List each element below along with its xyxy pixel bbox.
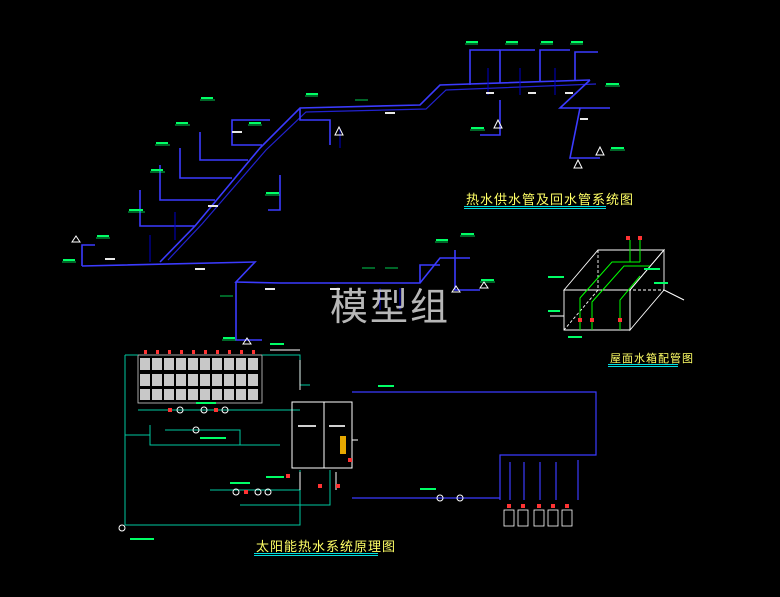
storage-tank-left [291,401,325,469]
roof-tank-fittings [578,236,642,322]
branch-pipe-7 [299,108,331,145]
solar-annotations [130,343,436,540]
building-supply-pipe [352,391,597,500]
branch-pipe-9 [499,49,535,83]
branch-pipe-8 [469,49,500,85]
storage-tank-right [323,401,353,469]
supply-title-underline [464,206,606,207]
annotation-text-marks [63,41,624,339]
main-return-pipe-diagonal [167,83,597,261]
branch-pipe-10 [539,49,570,82]
solar-collector-array [137,350,263,404]
riser-pipes [149,68,556,310]
pipe-annotation-tags [62,43,625,341]
branch-pipe-3 [179,148,232,179]
fixture-valves-lower-right [507,504,569,508]
branch-pipe-17 [454,250,480,291]
branch-pipe-12 [557,79,610,109]
heat-storage-tanks [291,401,358,490]
branch-pipe-1 [139,190,195,227]
solar-loop-valves [118,406,464,532]
solar-title-underline [254,553,378,554]
branch-pipe-16 [419,264,440,283]
branch-pipe-11 [574,51,598,80]
supply-return-system-title: 热水供水管及回水管系统图 [466,193,635,208]
supply-title-underline-2 [464,208,606,209]
watermark-text: 模型组 [330,285,451,329]
branch-pipe-15 [235,282,262,341]
heater-element [340,436,346,454]
tank-labels [298,425,345,427]
branch-pipe-2 [159,165,215,201]
solar-principle-title: 太阳能热水系统原理图 [256,540,397,555]
main-supply-pipe-diagonal [159,79,591,263]
solar-title-underline-2 [254,555,378,556]
branch-pipe-18 [81,244,95,266]
branch-pipe-6 [268,175,281,211]
tank-title-underline-2 [608,366,678,367]
pipe-size-labels [105,92,588,290]
main-supply-pipe-lower [81,257,470,284]
roof-tank-pipes [550,240,685,330]
branch-pipe-14 [569,107,600,159]
roof-tank-annotations [548,268,668,338]
fixture-group-lower-right [503,509,573,527]
branch-pipe-4 [199,132,248,161]
tank-title-underline [608,364,678,365]
roof-tank-title: 屋面水箱配管图 [610,352,694,365]
solar-loop-red-valves [168,408,352,494]
branch-pipe-13 [480,100,501,136]
tank-inlet [270,349,301,390]
fixture-symbols [71,118,605,345]
